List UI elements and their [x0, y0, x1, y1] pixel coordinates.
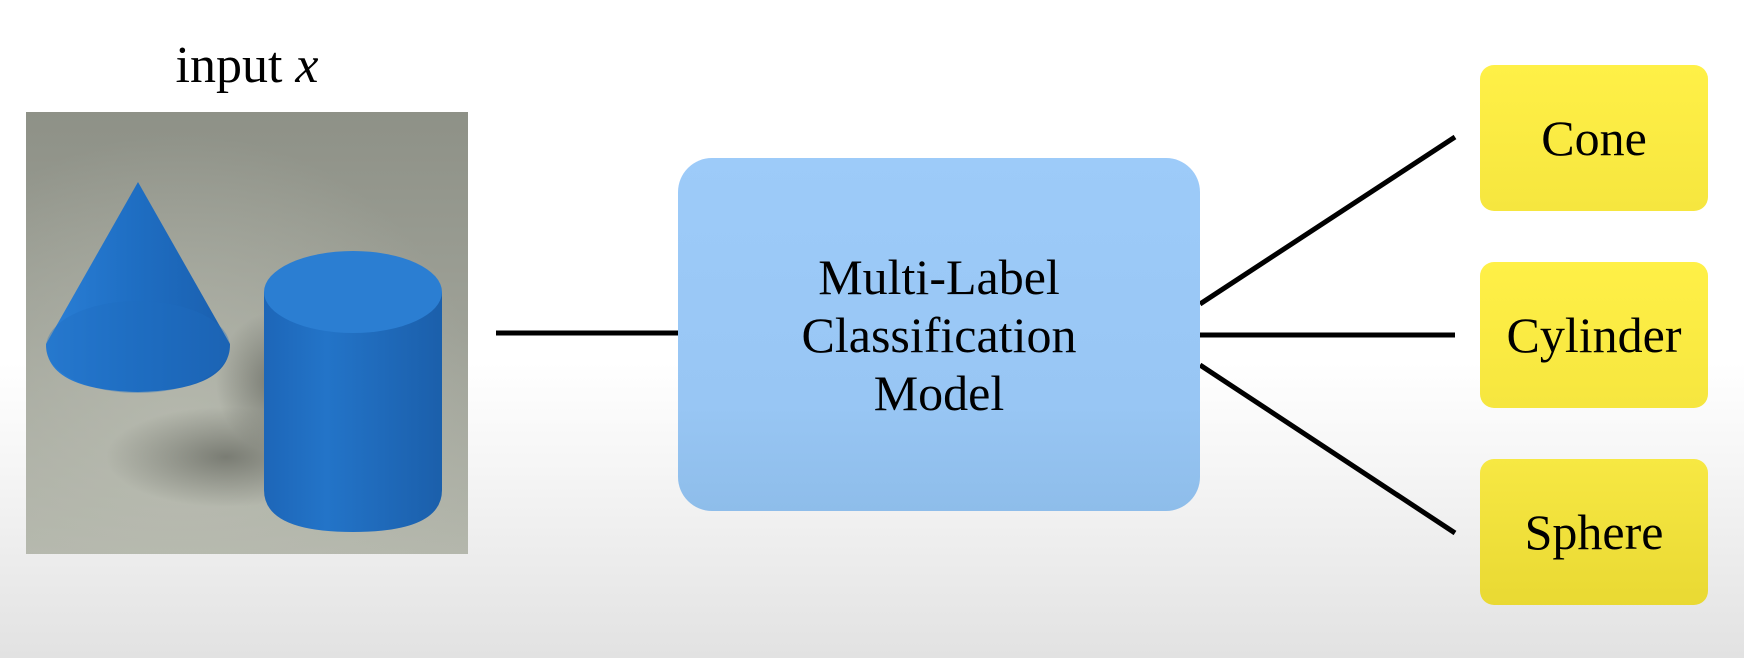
- output-label-cone: Cone: [1480, 65, 1708, 211]
- cone-shape: [46, 182, 230, 393]
- input-title-text: input: [175, 37, 283, 94]
- output-label-sphere: Sphere: [1480, 459, 1708, 605]
- output-label-text: Cone: [1541, 110, 1647, 166]
- model-to-cone-line: [1198, 134, 1457, 307]
- input-variable: x: [295, 37, 319, 94]
- output-label-text: Sphere: [1524, 504, 1664, 560]
- input-title: input x: [26, 40, 468, 92]
- input-image: [26, 112, 468, 554]
- model-to-sphere-line: [1198, 362, 1457, 536]
- output-label-text: Cylinder: [1506, 307, 1682, 363]
- cylinder-shape: [264, 251, 442, 532]
- model-label: Multi-Label Classification Model: [801, 248, 1077, 421]
- classification-model-box: Multi-Label Classification Model: [678, 158, 1200, 511]
- output-label-cylinder: Cylinder: [1480, 262, 1708, 408]
